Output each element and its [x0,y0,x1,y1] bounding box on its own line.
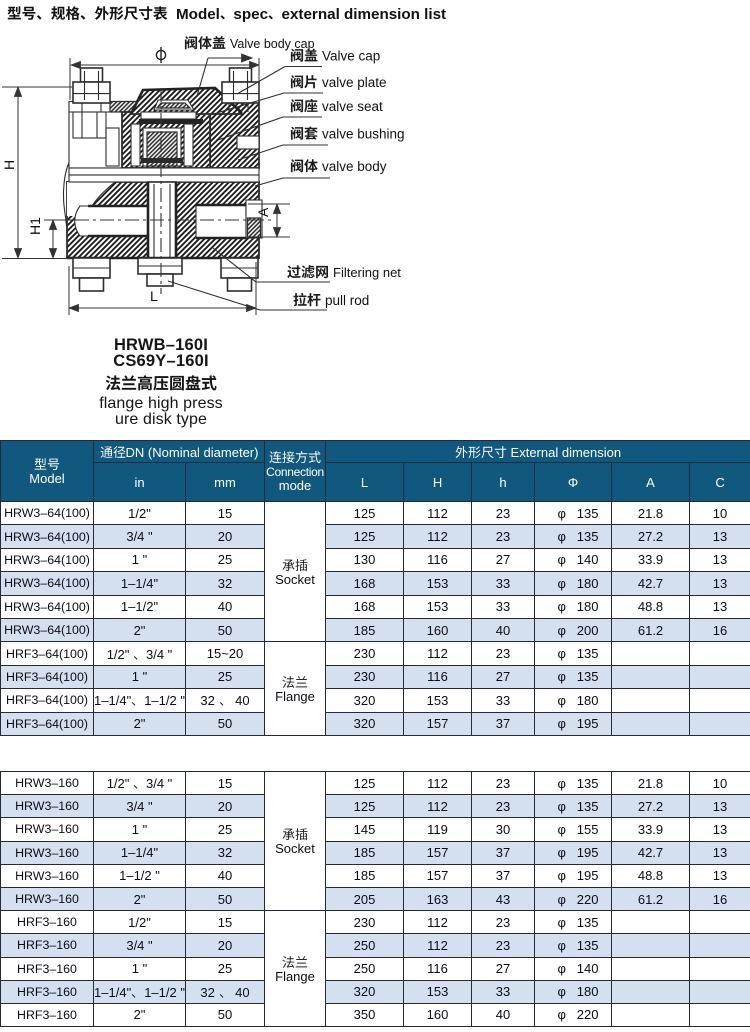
svg-text:Filtering net: Filtering net [333,265,401,280]
svg-text:valve plate: valve plate [322,75,387,90]
svg-text:pull rod: pull rod [325,293,369,308]
svg-text:Valve cap: Valve cap [322,49,380,64]
svg-text:Valve body cap: Valve body cap [230,37,315,51]
svg-text:H1: H1 [27,217,43,235]
svg-text:valve seat: valve seat [322,99,383,114]
svg-text:H: H [1,160,17,170]
svg-text:L: L [150,288,158,304]
svg-text:valve bushing: valve bushing [322,127,405,142]
svg-text:valve body: valve body [322,159,387,174]
svg-text:A: A [255,207,271,217]
